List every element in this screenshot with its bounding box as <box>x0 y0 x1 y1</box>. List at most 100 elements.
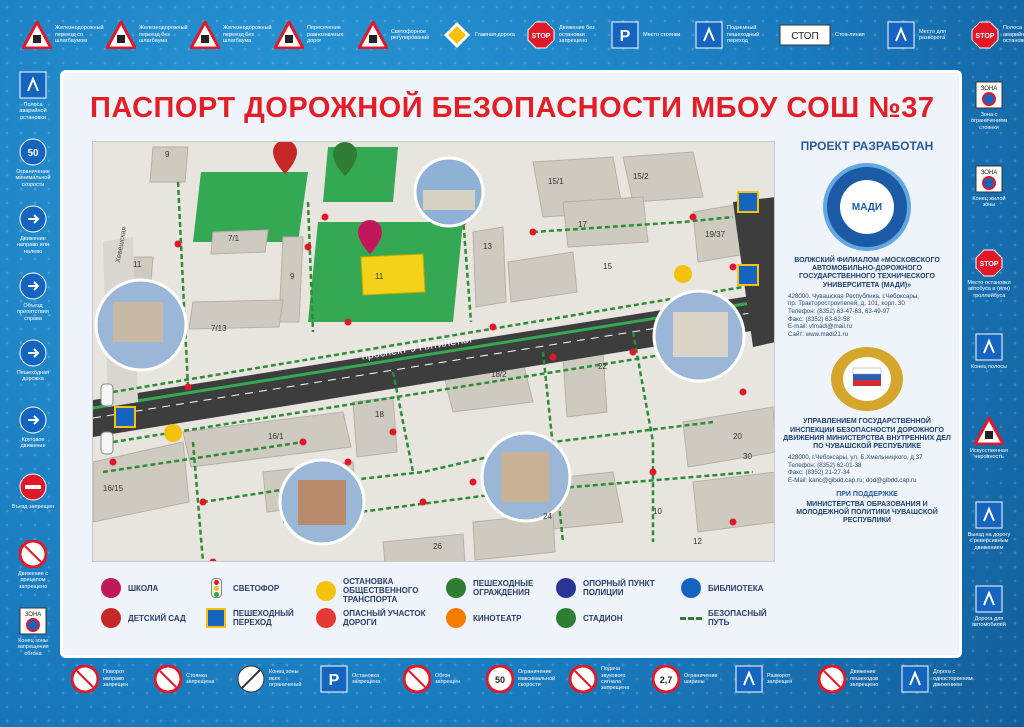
school-pin[interactable] <box>358 220 382 254</box>
lane-end-icon <box>974 332 1004 362</box>
building-number: 13 <box>483 242 492 251</box>
svg-text:P: P <box>329 672 340 689</box>
address-line: 428000, г.Чебоксары, ул. Б.Хмельницкого,… <box>788 454 923 462</box>
bottom-sign-label: Подача звукового сигнала запрещена <box>601 666 630 692</box>
svg-text:50: 50 <box>495 675 505 685</box>
bottom-sign-label: Дорога с односторонним движением <box>933 669 973 689</box>
org3-name: МИНИСТЕРСТВА ОБРАЗОВАНИЯ И МОЛОДЕЖНОЙ ПО… <box>796 500 938 525</box>
right-sign-label: Дорога для автомобилей <box>972 616 1006 629</box>
stop-line-icon: СТОП <box>778 20 832 50</box>
crosswalk-marker-1[interactable] <box>737 191 759 213</box>
top-sign-3: Железнодорожный переезд без шлагбаума <box>190 20 272 50</box>
legend-label: ШКОЛА <box>128 583 159 593</box>
stop-sign-text: STOP <box>976 33 995 40</box>
bottom-sign-4: P Остановка запрещена <box>319 664 394 694</box>
no-parking-icon: P <box>319 664 349 694</box>
bottom-sign-2: Стоянка запрещена <box>153 664 228 694</box>
top-sign-4: Пересечение равнозначных дорог <box>274 20 351 50</box>
stop-line-text: СТОП <box>791 31 819 42</box>
underground-crossing-icon <box>694 20 724 50</box>
legend-label: СТАДИОН <box>583 613 623 623</box>
building-number: 7/13 <box>211 324 227 333</box>
bus-stop-marker-1[interactable] <box>674 265 692 283</box>
crosswalk-marker-2[interactable] <box>737 264 759 286</box>
address-line: 428000, Чувашская Республика, г.Чебоксар… <box>788 292 919 300</box>
railway-cross-icon <box>190 20 220 50</box>
roundabout-icon <box>18 405 48 435</box>
top-sign-12: STOP Полоса аварийной остановки <box>970 20 1024 50</box>
building-number: 9 <box>165 150 170 159</box>
address-line: Телефон: (8352) 63-47-63, 63-49-97 <box>788 308 890 315</box>
bottom-sign-label: Обгон запрещен <box>435 672 461 685</box>
building-number: 12 <box>693 537 702 546</box>
address-line: пр. Тракторостроителей, д. 101, корп. 30 <box>788 300 905 308</box>
crosswalk-marker-3[interactable] <box>114 406 136 428</box>
main-road-icon <box>442 20 472 50</box>
kindergarten-pin[interactable] <box>273 142 297 174</box>
building-number: 7/1 <box>228 234 240 243</box>
legend-label: СВЕТОФОР <box>233 583 280 593</box>
bottom-sign-label: Поворот направо запрещен <box>103 669 129 689</box>
end-zone-yellow-icon: ЗОНА <box>974 164 1004 194</box>
top-sign-label: Место стоянки <box>643 31 681 38</box>
top-sign-label: Светофорное регулирование <box>391 28 430 41</box>
stop-icon: STOP <box>526 20 556 50</box>
stadium-icon <box>555 607 577 629</box>
top-sign-label: Полоса аварийной остановки <box>1003 25 1024 45</box>
traffic-light-marker-1[interactable] <box>100 383 114 407</box>
building-number: 18 <box>375 410 384 419</box>
no-pedestrian-icon <box>817 664 847 694</box>
car-road-icon <box>974 584 1004 614</box>
building-number: 26 <box>433 542 442 551</box>
stadium-pin[interactable] <box>333 142 357 176</box>
legend-label: КИНОТЕАТР <box>473 613 522 623</box>
legend-item-7: ПЕШЕХОДНЫЕ ОГРАЖДЕНИЯ <box>445 577 553 599</box>
building-number: 15/2 <box>633 172 649 181</box>
school-building[interactable] <box>360 253 426 296</box>
top-sign-label: Главная дорога <box>475 31 515 38</box>
crossroads-icon <box>274 20 304 50</box>
building-number: 18/2 <box>491 370 507 379</box>
top-sign-label: Железнодорожный переезд без шлагбаума <box>139 25 188 45</box>
kindergarten-icon <box>100 607 122 629</box>
traffic-light-marker-2[interactable] <box>100 431 114 455</box>
right-sign-7: Дорога для автомобилей <box>966 584 1012 629</box>
project-info-panel: ПРОЕКТ РАЗРАБОТАН МАДИ ВОЛЖСКИЙ ФИЛИАЛОМ… <box>782 135 952 575</box>
address-line: Факс: (8352) 21-27-34 <box>788 469 850 477</box>
one-way-road-icon <box>900 664 930 694</box>
building-number: 11 <box>133 260 142 269</box>
bottom-sign-label: Остановка запрещена <box>352 672 381 685</box>
crosswalk-icon <box>205 607 227 629</box>
bus-stop-marker-2[interactable] <box>164 424 182 442</box>
legend-item-11: БИБЛИОТЕКА <box>680 577 788 599</box>
address-line: Телефон: (8352) 62-01-38 <box>788 461 862 469</box>
address-line: E-Mail: kanc@gibdd.cap.ru; dod@gibdd.cap… <box>788 476 917 484</box>
left-sign-7: Въезд запрещен <box>10 472 56 510</box>
building-number: 16/1 <box>268 432 284 441</box>
left-sign-1: Полоса аварийной остановки <box>10 70 56 121</box>
svg-text:ЗОНА: ЗОНА <box>981 170 998 176</box>
top-sign-6: Главная дорога <box>442 20 519 50</box>
support-heading: ПРИ ПОДДЕРЖКЕ <box>836 490 898 498</box>
railway-crossing-barrier-icon <box>22 20 52 50</box>
left-sign-label: Ограничение минимальной скорости <box>15 169 51 188</box>
top-sign-label: Стоп-линия <box>835 31 865 38</box>
right-sign-label: Конец полосы <box>971 364 1007 370</box>
end-zone-icon: ЗОНА <box>18 606 48 636</box>
legend-label: ПЕШЕХОДНЫЙ ПЕРЕХОД <box>233 609 294 627</box>
svg-text:2,7: 2,7 <box>660 675 673 685</box>
gibdd-emblem <box>827 344 907 414</box>
madi-logo-text: МАДИ <box>840 180 894 234</box>
right-sign-6: Выезд на дорогу с реверсивным движением <box>966 500 1012 551</box>
right-sign-label: Искусственная неровность <box>970 448 1008 461</box>
left-sign-label: Полоса аварийной остановки <box>19 102 47 121</box>
legend-item-6: ОПАСНЫЙ УЧАСТОК ДОРОГИ <box>315 607 435 629</box>
top-sign-5: Светофорное регулирование <box>358 20 435 50</box>
legend-label: ОПОРНЫЙ ПУНКТ ПОЛИЦИИ <box>583 579 655 597</box>
building-number: 10 <box>653 507 662 516</box>
